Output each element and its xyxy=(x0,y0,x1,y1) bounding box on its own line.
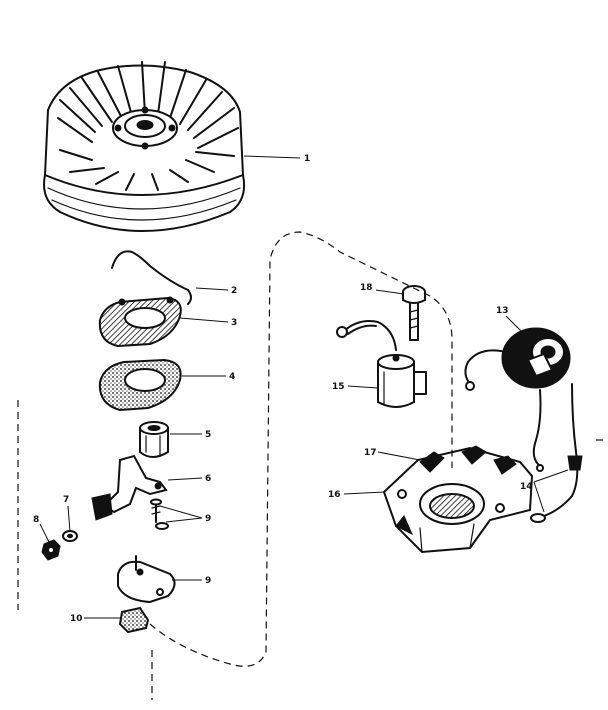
callout-17: 17 xyxy=(364,448,377,458)
condenser-part xyxy=(336,320,427,408)
assembly-outline xyxy=(149,231,453,667)
callout-13: 13 xyxy=(496,306,509,316)
callout-10: 10 xyxy=(70,614,83,624)
nut-part xyxy=(41,539,61,561)
cam-part xyxy=(139,421,169,458)
ignition-coil-part xyxy=(464,327,583,523)
callout-9-plate: 9 xyxy=(205,576,211,586)
callout-labels: 1 2 3 4 5 6 7 8 9 9 10 13 14 15 16 17 18 xyxy=(33,154,533,624)
breaker-arm-part xyxy=(91,454,168,521)
callout-3: 3 xyxy=(231,318,237,328)
washer-part xyxy=(62,530,78,542)
gasket-part xyxy=(98,358,182,412)
screw-washer-part xyxy=(150,498,169,530)
callout-2: 2 xyxy=(231,286,237,296)
callout-8: 8 xyxy=(33,515,39,525)
callout-15: 15 xyxy=(332,382,345,392)
callout-4: 4 xyxy=(229,372,235,382)
leader-lines xyxy=(39,155,569,619)
callout-6: 6 xyxy=(205,474,211,484)
coil-armature-part xyxy=(382,445,534,554)
base-plate-part xyxy=(117,555,176,604)
callout-9-screw: 9 xyxy=(205,514,211,524)
callout-14: 14 xyxy=(520,482,533,492)
wire-spring-part xyxy=(111,250,192,305)
plate-part xyxy=(98,296,182,348)
callout-1: 1 xyxy=(304,154,310,164)
callout-5: 5 xyxy=(205,430,211,440)
condenser-screw-part xyxy=(402,285,426,341)
callout-18: 18 xyxy=(360,283,373,293)
flywheel-part xyxy=(43,61,246,232)
callout-16: 16 xyxy=(328,490,341,500)
felt-block-part xyxy=(118,606,150,634)
callout-7: 7 xyxy=(63,495,69,505)
